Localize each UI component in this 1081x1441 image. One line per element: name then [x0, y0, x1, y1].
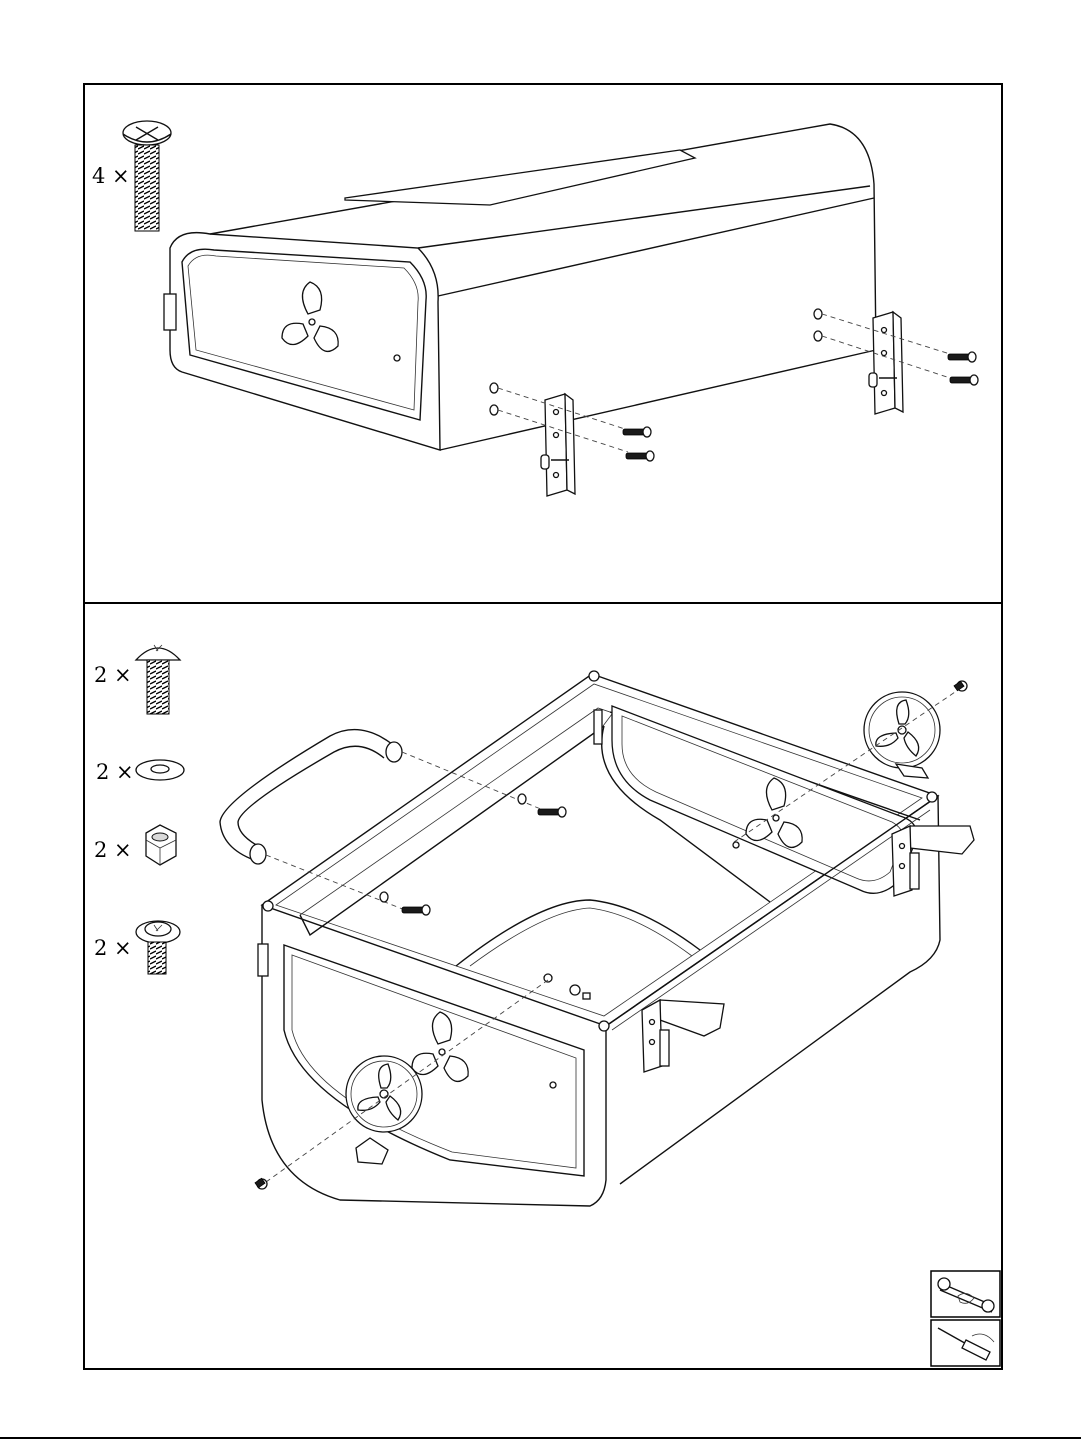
flange-head-screw-icon	[136, 921, 180, 974]
firebox-bowl-drawing	[258, 671, 940, 1206]
side-handle-drawing	[220, 730, 566, 915]
part-quantity-washer: 2 ×	[96, 760, 134, 784]
panel-frame-lower	[84, 603, 1002, 1369]
panel-frame-upper	[84, 84, 1002, 603]
screwdriver-tool-icon	[931, 1320, 1000, 1366]
step-panel-upper: 4 ×	[84, 84, 1002, 603]
step-panel-lower: 2 × 2 × 2 × 2 ×	[84, 603, 1002, 1369]
part-quantity-bolt: 2 ×	[94, 663, 132, 687]
part-callout-washer: 2 ×	[96, 760, 184, 784]
tools-group	[931, 1271, 1000, 1366]
part-quantity-nut: 2 ×	[94, 838, 132, 862]
hex-nut-icon	[146, 825, 176, 865]
part-quantity-screw: 4 ×	[92, 164, 130, 188]
part-quantity-flange-screw: 2 ×	[94, 936, 132, 960]
part-callout-nut: 2 ×	[94, 825, 176, 865]
truss-head-screw-icon	[123, 121, 171, 231]
leg-hinge-right	[892, 826, 974, 896]
leg-bracket-right	[814, 309, 978, 414]
part-callout-screw: 4 ×	[92, 121, 171, 231]
flat-washer-icon	[136, 760, 184, 780]
truss-head-bolt-icon	[136, 645, 180, 714]
part-callout-flange-screw: 2 ×	[94, 921, 180, 974]
leg-hinge-front	[642, 1000, 724, 1072]
firebox-lid-drawing	[164, 124, 876, 450]
vent-wheel-front	[255, 980, 548, 1189]
part-callout-bolt: 2 ×	[94, 645, 180, 714]
leg-bracket-left	[490, 383, 654, 496]
wrench-tool-icon	[931, 1271, 1000, 1317]
